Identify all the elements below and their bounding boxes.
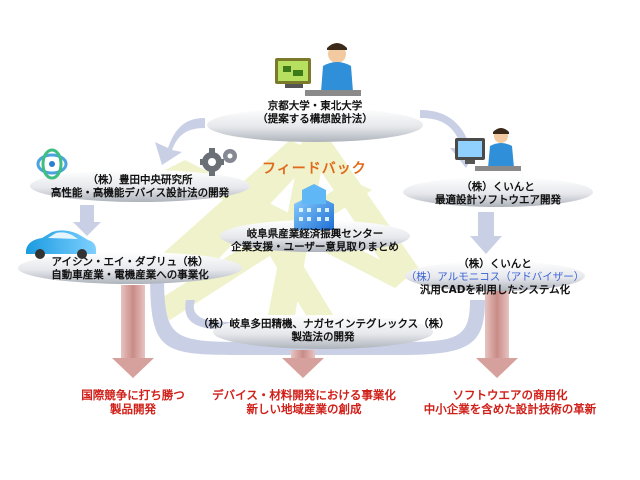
outcome-2-line2: 新しい地域産業の創成 [246,402,362,416]
kuinto-right-node-adviser: （株）アルモニコス（アドバイザー） [405,271,585,283]
car-icon [26,230,96,259]
node-platforms [18,108,593,349]
outcome-global-competition: 国際競争に打ち勝つ 製品開発 [58,388,208,416]
tada-node-line1: （株）岐阜多田精機、ナガセインテグレックス（株） [198,318,450,330]
aisin-node: アイシン・エイ・ダブリュ（株） 自動車産業・電機産業への事業化 [25,256,235,282]
center-node: 岐阜県産業経済振興センター 企業支援・ユーザー意見取りまとめ [225,228,405,254]
toyoda-node: （株）豊田中央研究所 高性能・高機能デバイス設計法の開発 [40,174,240,200]
kuinto-right-node-line3: 汎用CADを利用したシステム化 [419,284,571,296]
tada-node-line2: 製造法の開発 [291,331,355,343]
building-icon [294,184,334,230]
outcome-arrows [112,285,518,378]
kuinto-right-node: （株）くいんと （株）アルモニコス（アドバイザー） 汎用CADを利用したシステム… [405,258,585,297]
outcome-1-line1: 国際競争に打ち勝つ [81,388,185,402]
outcome-3-line1: ソフトウエアの商用化 [452,388,568,402]
outcome-software-commercialization: ソフトウエアの商用化 中小企業を含めた設計技術の革新 [410,388,610,416]
kuinto-top-node-line2: 最適設計ソフトウエア開発 [435,194,561,206]
person-at-computer-icon [455,128,521,171]
kuinto-right-node-line1: （株）くいんと [458,258,532,270]
toyoda-node-line1: （株）豊田中央研究所 [87,174,193,186]
top-node: 京都大学・東北大学 （提案する構想設計法） [235,100,395,126]
top-node-line2: （提案する構想設計法） [257,113,373,125]
top-node-line1: 京都大学・東北大学 [267,100,363,112]
molecule-icon [36,148,68,180]
outcome-1-line2: 製品開発 [110,402,156,416]
aisin-node-line1: アイシン・エイ・ダブリュ（株） [51,256,209,268]
outcome-3-line2: 中小企業を含めた設計技術の革新 [423,402,597,416]
person-at-computer-icon [275,43,361,96]
center-node-line1: 岐阜県産業経済振興センター [246,228,384,240]
kuinto-top-node: （株）くいんと 最適設計ソフトウエア開発 [413,181,583,207]
toyoda-node-line2: 高性能・高機能デバイス設計法の開発 [50,187,230,199]
tada-node: （株）岐阜多田精機、ナガセインテグレックス（株） 製造法の開発 [198,318,450,344]
feedback-label: フィードバック [262,161,367,177]
outcome-regional-industry: デバイス・材料開発における事業化 新しい地域産業の創成 [198,388,410,416]
gear-icon [200,148,237,176]
outcome-2-line1: デバイス・材料開発における事業化 [212,388,396,402]
aisin-node-line2: 自動車産業・電機産業への事業化 [51,269,209,281]
center-node-line2: 企業支援・ユーザー意見取りまとめ [231,241,399,253]
kuinto-top-node-line1: （株）くいんと [461,181,535,193]
